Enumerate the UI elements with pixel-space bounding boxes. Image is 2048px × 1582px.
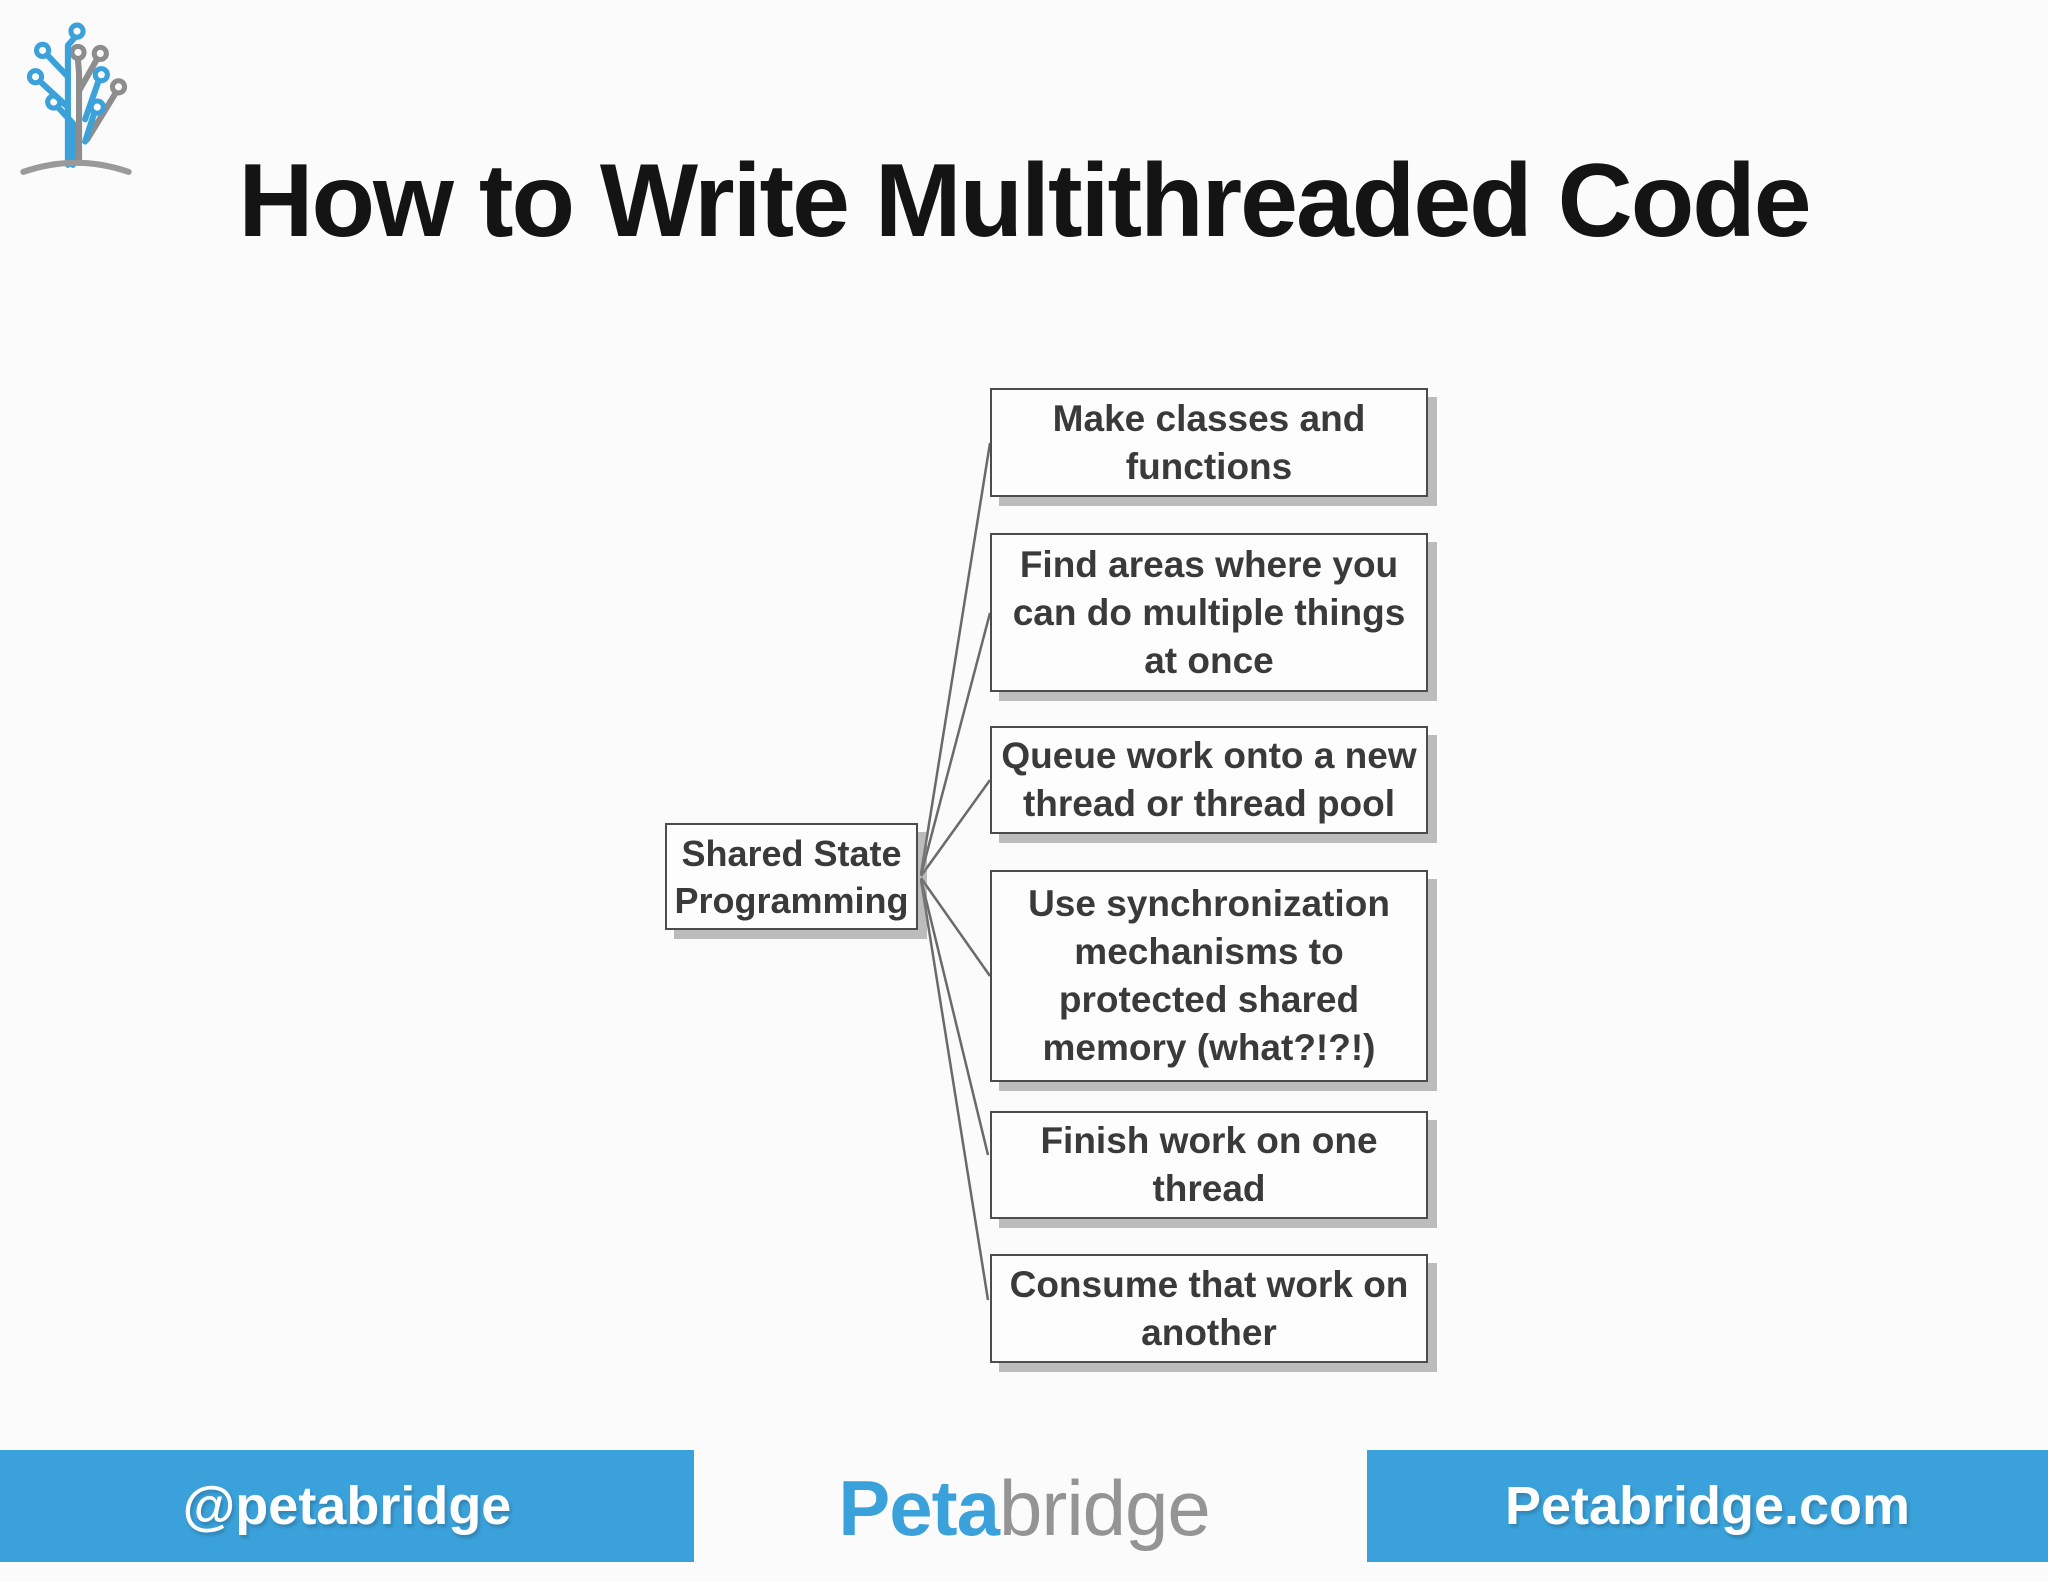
connector-line xyxy=(919,612,992,876)
diagram-node-consume-work: Consume that work on another xyxy=(990,1254,1428,1363)
connector-line xyxy=(919,442,992,875)
wordmark-bridge: bridge xyxy=(998,1463,1211,1552)
page-title: How to Write Multithreaded Code xyxy=(238,143,1811,259)
petabridge-circuit-tree-icon xyxy=(20,22,132,175)
footer-twitter-banner: @petabridge xyxy=(0,1450,694,1562)
footer-website-banner: Petabridge.com xyxy=(1367,1450,2048,1562)
twitter-handle-label: @petabridge xyxy=(182,1476,512,1536)
diagram-node-find-areas: Find areas where you can do multiple thi… xyxy=(990,533,1428,692)
diagram-node-make-classes: Make classes and functions xyxy=(990,388,1428,497)
diagram-hub-shared-state-programming: Shared State Programming xyxy=(665,823,918,930)
connector-line xyxy=(919,879,990,1301)
connector-line xyxy=(919,878,990,1156)
website-label: Petabridge.com xyxy=(1504,1476,1911,1536)
diagram-node-queue-work: Queue work onto a new thread or thread p… xyxy=(990,726,1428,834)
diagram-node-finish-work: Finish work on one thread xyxy=(990,1111,1428,1219)
connector-line xyxy=(919,877,992,977)
diagram-node-use-synchronization: Use synchronization mechanisms to protec… xyxy=(990,870,1428,1082)
connector-line xyxy=(919,779,992,877)
wordmark-peta: Peta xyxy=(838,1463,1000,1552)
